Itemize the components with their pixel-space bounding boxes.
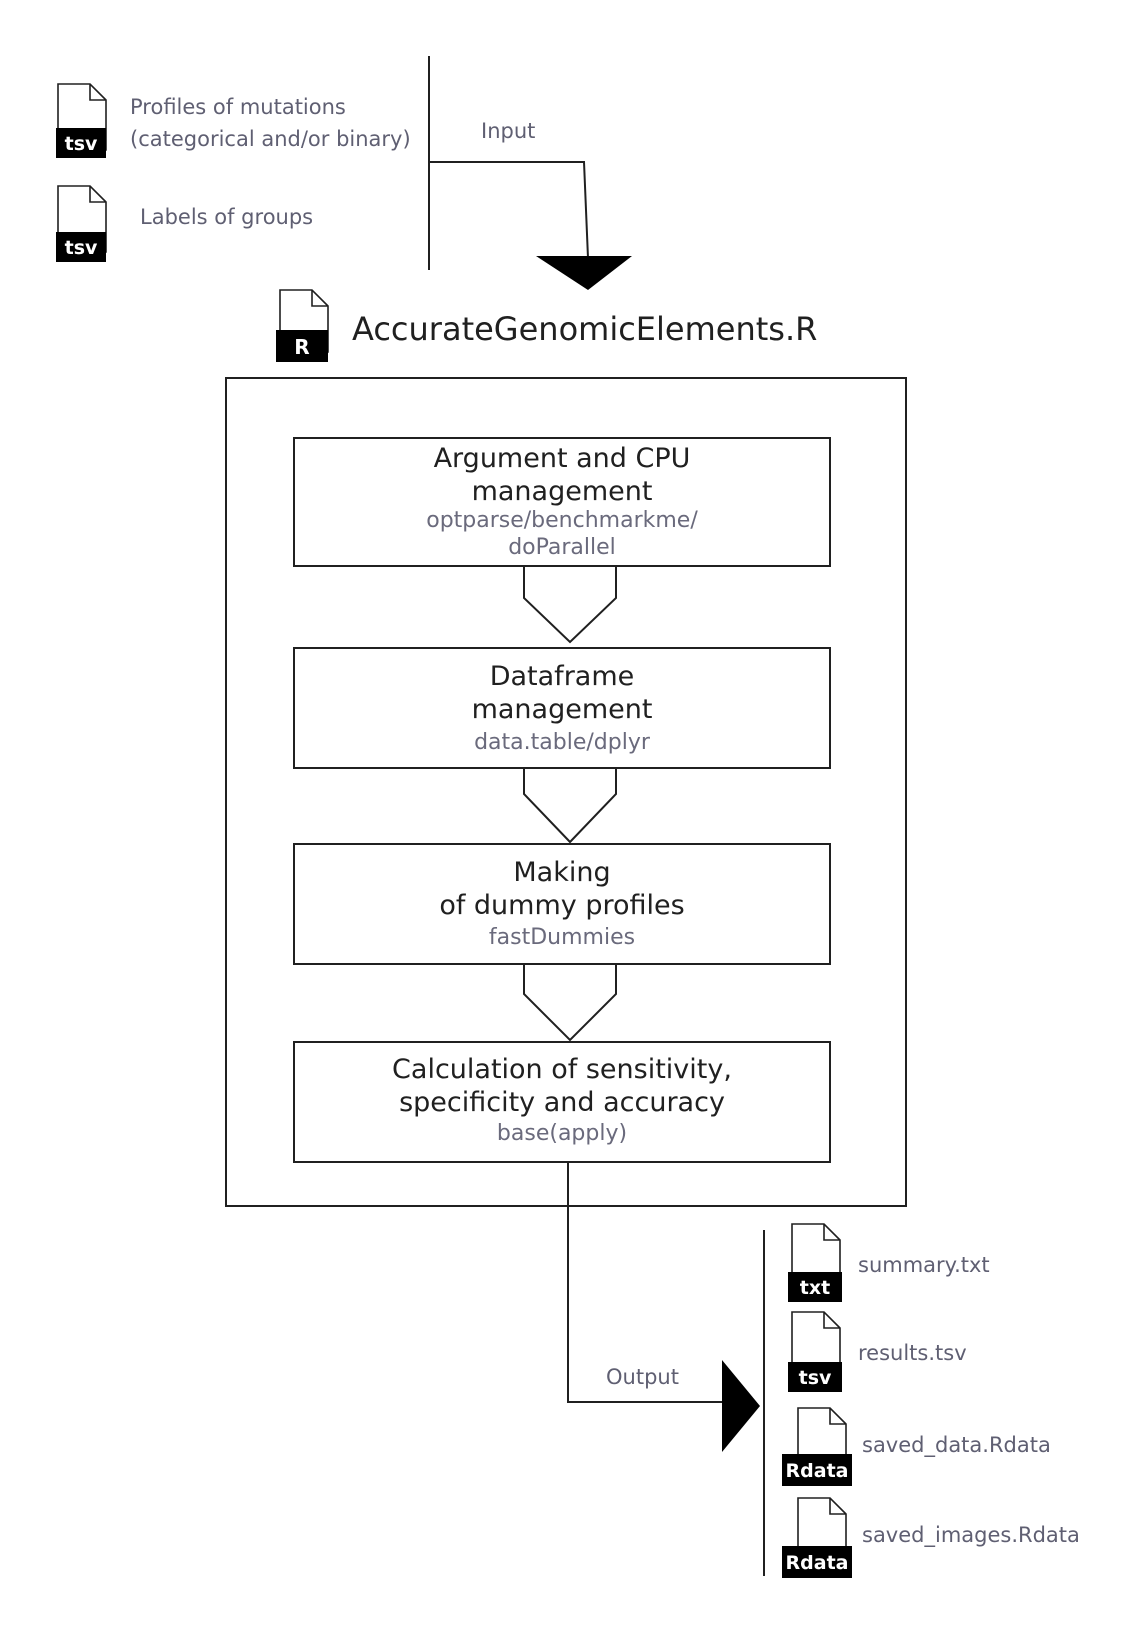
step-library-line1: data.table/dplyr [474,730,651,755]
step-argument-cpu: Argument and CPU management optparse/ben… [293,437,831,567]
script-name: AccurateGenomicElements.R [352,310,817,348]
step-arrow-3 [523,964,617,1042]
output-file-saved-images: Rdata saved_images.Rdata [782,1497,1080,1578]
file-ext-label: R [294,335,309,359]
input-label: Input [481,119,535,143]
input-file-2: tsv Labels of groups [56,185,313,262]
file-ext-label: Rdata [786,1460,849,1482]
file-ext-label: Rdata [786,1552,849,1574]
step-box [293,647,831,769]
step-title-line2: specificity and accuracy [399,1087,725,1118]
file-ext-label: tsv [65,237,98,259]
step-dummy-profiles: Making of dummy profiles fastDummies [293,843,831,965]
file-ext-label: tsv [799,1367,832,1389]
output-arrow-head [722,1360,760,1452]
step-title-line1: Calculation of sensitivity, [392,1054,732,1085]
step-title-line2: management [472,476,653,507]
file-ext-tag [56,232,106,262]
file-ext-tag [276,330,328,362]
file-ext-tag [782,1546,852,1578]
output-file-results: tsv results.tsv [788,1311,967,1392]
file-ext-tag [782,1454,852,1486]
input-file-1: tsv Profiles of mutations (categorical a… [56,83,411,158]
step-title-line1: Argument and CPU [434,443,691,474]
step-calculation: Calculation of sensitivity, specificity … [293,1041,831,1163]
step-library-line2: doParallel [508,535,616,560]
script-file: R AccurateGenomicElements.R [276,289,817,362]
step-library-line1: fastDummies [489,925,635,950]
output-file-name: summary.txt [858,1253,990,1277]
step-title-line1: Dataframe [490,661,635,692]
step-box [293,437,831,567]
step-title-line2: of dummy profiles [439,890,684,921]
input-connector [429,161,589,259]
file-ext-label: tsv [65,133,98,155]
tsv-file-icon [791,1311,841,1379]
file-ext-tag [788,1272,842,1302]
step-arrow-2 [523,768,617,844]
step-title-line1: Making [513,857,610,888]
step-title-line2: management [472,694,653,725]
step-box [293,1041,831,1163]
input-file-label: Labels of groups [140,205,313,229]
input-file-label-line2: (categorical and/or binary) [130,127,411,151]
output-label: Output [606,1365,679,1389]
input-arrow-head [536,256,632,290]
output-file-name: saved_images.Rdata [862,1523,1080,1548]
input-file-label-line1: Profiles of mutations [130,95,346,119]
output-file-name: results.tsv [858,1341,967,1365]
step-dataframe: Dataframe management data.table/dplyr [293,647,831,769]
file-ext-tag [56,128,106,158]
step-library-line1: optparse/benchmarkme/ [426,508,698,533]
step-library-line1: base(apply) [497,1121,627,1146]
step-arrow-1 [523,566,617,644]
step-box [293,843,831,965]
output-file-name: saved_data.Rdata [862,1433,1051,1458]
output-connector [567,1162,730,1403]
output-file-summary: txt summary.txt [788,1223,990,1302]
file-ext-label: txt [800,1277,830,1299]
file-ext-tag [788,1362,842,1392]
script-container [225,377,907,1207]
output-file-saved-data: Rdata saved_data.Rdata [782,1407,1051,1486]
